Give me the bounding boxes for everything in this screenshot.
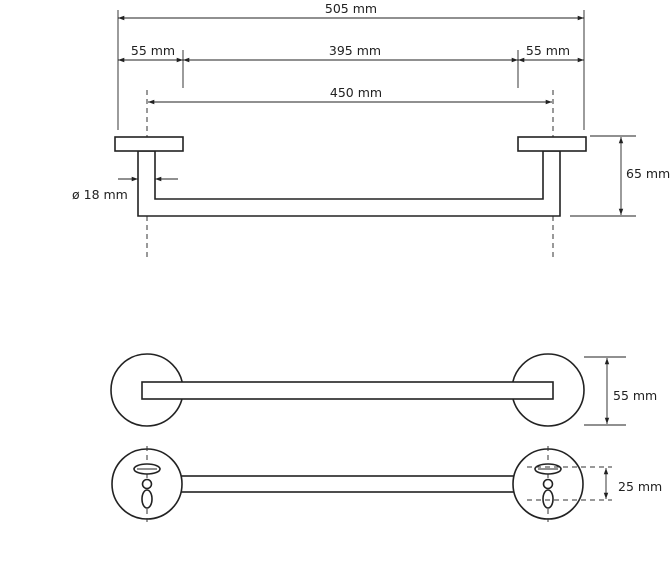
bar-top-profile <box>141 381 554 400</box>
dim-right-flange-label: 55 mm <box>526 43 570 58</box>
front-view: 505 mm 55 mm 395 mm 55 mm 450 mm ø 18 mm… <box>72 1 670 260</box>
left-center-screw-hole <box>141 478 153 490</box>
bar-side-profile <box>137 150 561 217</box>
dim-bar-span-label: 395 mm <box>329 43 381 58</box>
dim-hole-spacing-label: 25 mm <box>618 479 662 494</box>
dim-overall-width-label: 505 mm <box>325 1 377 16</box>
left-bottom-mount-slot <box>141 489 153 509</box>
left-wall-flange <box>114 136 184 152</box>
dim-center-distance-label: 450 mm <box>330 85 382 100</box>
right-center-screw-hole <box>542 478 554 490</box>
dim-projection-label: 65 mm <box>626 166 670 181</box>
right-bottom-mount-slot <box>542 489 554 509</box>
dim-bar-diameter-label: ø 18 mm <box>72 187 128 202</box>
dim-left-flange-label: 55 mm <box>131 43 175 58</box>
top-view: 55 mm <box>110 353 657 427</box>
dim-flange-diameter-label: 55 mm <box>613 388 657 403</box>
rear-view: 25 mm <box>111 446 662 522</box>
right-wall-flange <box>517 136 587 152</box>
bar-rear-profile <box>175 475 523 493</box>
